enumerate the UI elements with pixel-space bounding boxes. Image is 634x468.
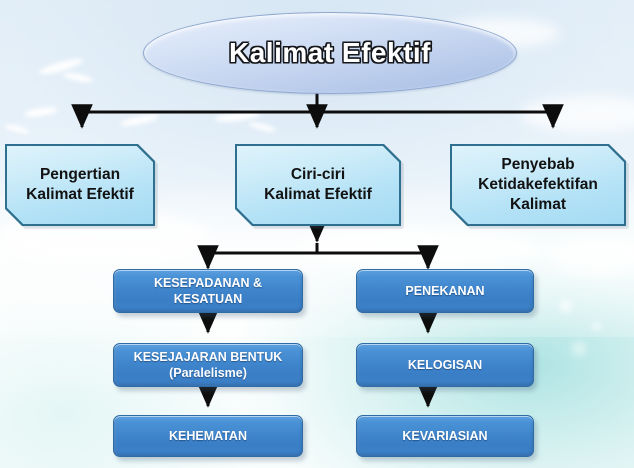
node-penekanan[interactable]: PENEKANAN [356,269,537,317]
label-line-1: PENEKANAN [405,283,485,298]
node-kesejajaran[interactable]: KESEJAJARAN BENTUK (Paralelisme) [113,343,306,391]
node-kehematan[interactable]: KEHEMATAN [113,415,306,461]
cloud-wisp-icon [560,300,572,312]
cloud-wisp-icon [520,96,634,132]
label-line-2: (Paralelisme) [169,366,247,380]
label-line-2: KESATUAN [173,292,243,306]
node-fill: Ciri-ciri Kalimat Efektif [237,146,400,225]
node-ciri-ciri-label: Ciri-ciri Kalimat Efektif [264,165,372,203]
node-kelogisan-label: KELOGISAN [402,357,488,374]
node-kalimat-efektif-label: Kalimat Efektif [229,37,431,68]
node-penyebab[interactable]: Penyebab Ketidakefektifan Kalimat [450,144,626,226]
label-line-1: KESEJAJARAN BENTUK [133,349,283,364]
node-kehematan-label: KEHEMATAN [163,428,253,445]
node-penyebab-label: Penyebab Ketidakefektifan Kalimat [478,155,598,214]
node-kevariasian-label: KEVARIASIAN [396,428,493,445]
node-fill: KELOGISAN [356,343,534,387]
node-kelogisan[interactable]: KELOGISAN [356,343,537,391]
node-pengertian-label: Pengertian Kalimat Efektif [26,165,134,203]
node-fill: KEVARIASIAN [356,415,534,457]
label-line-1: KESEPADANAN & [153,275,263,290]
node-fill: PENEKANAN [356,269,534,313]
node-fill: KESEPADANAN & KESATUAN [113,269,303,313]
cloud-wisp-icon [572,342,586,356]
node-fill: Penyebab Ketidakefektifan Kalimat [452,146,625,225]
node-kalimat-efektif[interactable]: Kalimat Efektif [143,12,517,94]
cloud-wisp-icon [592,322,601,331]
node-kevariasian[interactable]: KEVARIASIAN [356,415,537,461]
node-fill: KESEJAJARAN BENTUK (Paralelisme) [113,343,303,387]
node-kesepadanan[interactable]: KESEPADANAN & KESATUAN [113,269,306,317]
cloud-wisp-icon [552,236,634,276]
node-fill: KEHEMATAN [113,415,303,457]
node-ciri-ciri[interactable]: Ciri-ciri Kalimat Efektif [235,144,401,226]
label-line-1: KEHEMATAN [168,428,247,443]
node-fill: Pengertian Kalimat Efektif [7,146,154,225]
node-kesejajaran-label: KESEJAJARAN BENTUK (Paralelisme) [128,349,289,382]
node-kesepadanan-label: KESEPADANAN & KESATUAN [148,275,268,308]
node-pengertian[interactable]: Pengertian Kalimat Efektif [5,144,155,226]
label-line-1: KELOGISAN [407,357,483,372]
label-line-1: KEVARIASIAN [402,428,488,443]
node-penekanan-label: PENEKANAN [399,283,490,300]
